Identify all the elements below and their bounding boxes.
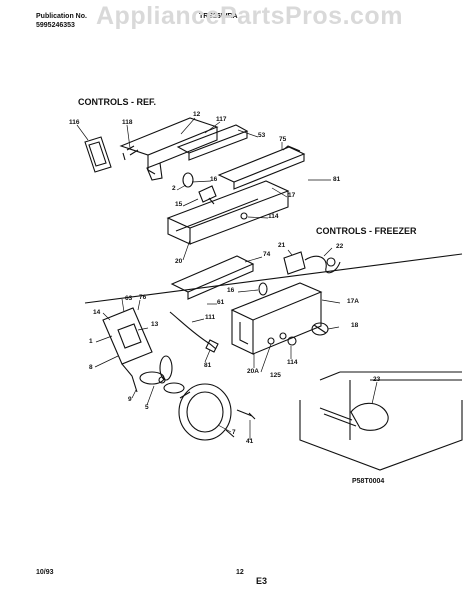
screw-41 (236, 409, 256, 420)
part-21 (283, 251, 306, 275)
part-17A (230, 282, 323, 321)
footer-code: E3 (256, 576, 268, 586)
part-23 (350, 402, 389, 431)
callout-1: 1 (89, 338, 93, 345)
publication-number: 5995246353 (36, 22, 75, 29)
callout-23: 23 (373, 376, 381, 383)
watermark: AppliancePartsPros.com (96, 2, 403, 30)
callout-5: 5 (145, 404, 149, 411)
callout-12: 12 (193, 111, 201, 118)
callout-17: 17 (288, 192, 296, 199)
callout-111: 111 (205, 314, 216, 321)
capillary-22 (304, 255, 341, 274)
bracket-14 (102, 307, 153, 365)
figure-code: P58T0004 (352, 478, 385, 485)
callout-125: 125 (270, 372, 281, 379)
part-114-screw (240, 212, 248, 220)
footer-date: 10/93 (36, 569, 54, 576)
part-bulb-16 (182, 172, 194, 188)
callout-81-freezer: 81 (204, 362, 212, 369)
callout-76: 76 (139, 294, 147, 301)
callout-53: 53 (258, 132, 266, 139)
callout-41: 41 (246, 438, 254, 445)
publication-label: Publication No. (36, 13, 87, 20)
cabinet-outline (299, 400, 463, 471)
callout-22: 22 (336, 243, 344, 250)
callout-75: 75 (279, 136, 287, 143)
fan-shroud-7 (178, 383, 232, 441)
callout-20: 20 (175, 258, 183, 265)
callout-74: 74 (263, 251, 271, 258)
callout-13: 13 (151, 321, 159, 328)
model-number: TRS26WRA (199, 13, 238, 20)
callout-20A: 20A (247, 368, 259, 375)
callout-118: 118 (122, 119, 133, 126)
callout-16-freezer: 16 (227, 287, 235, 294)
callout-17A: 17A (347, 298, 359, 305)
callout-116: 116 (69, 119, 80, 126)
callout-8: 8 (89, 364, 93, 371)
callout-7: 7 (232, 429, 236, 436)
section-controls-ref: CONTROLS - REF. (78, 97, 156, 107)
divider-line (84, 253, 463, 304)
callout-18: 18 (351, 322, 359, 329)
callout-117: 117 (216, 116, 227, 123)
callout-61: 61 (217, 299, 225, 306)
part-75 (217, 146, 306, 183)
callout-16: 16 (210, 176, 218, 183)
callout-14: 14 (93, 309, 101, 316)
section-controls-freezer: CONTROLS - FREEZER (316, 226, 417, 236)
callout-81-ref: 81 (333, 176, 341, 183)
callout-21: 21 (278, 242, 286, 249)
part-125 (287, 336, 297, 346)
callout-2: 2 (172, 185, 176, 192)
part-116 (84, 136, 112, 173)
wire-111 (169, 311, 217, 350)
callout-114-freezer: 114 (287, 359, 298, 366)
part-12 (119, 117, 219, 156)
callout-63: 63 (125, 295, 133, 302)
footer-page: 12 (236, 569, 244, 576)
callout-9: 9 (128, 396, 132, 403)
callout-15: 15 (175, 201, 183, 208)
callout-114-ref: 114 (268, 213, 279, 220)
